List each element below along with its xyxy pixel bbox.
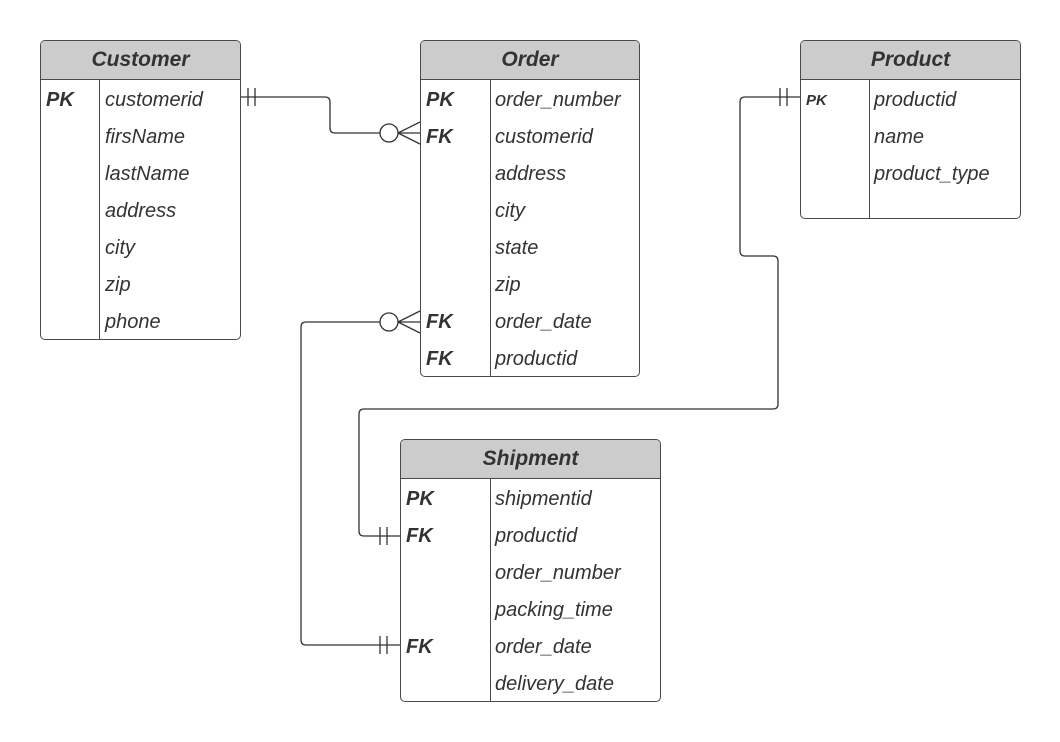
customer-row: lastName — [41, 156, 240, 193]
product-field-name: product_type — [874, 163, 990, 185]
customer-title: Customer — [41, 41, 240, 80]
order-key-label: PK — [426, 89, 454, 111]
customer-field-name: address — [105, 200, 177, 222]
customer-row: PK customerid — [41, 82, 240, 119]
customer-key-label: PK — [46, 89, 74, 111]
connector-order-shipment — [300, 310, 421, 654]
customer-field-name: lastName — [105, 163, 190, 185]
shipment-field-name: order_number — [495, 562, 621, 584]
customer-field-name: customerid — [105, 89, 203, 111]
shipment-entity: Shipment PK shipmentid FK productid orde… — [400, 439, 661, 702]
shipment-title: Shipment — [401, 440, 660, 479]
order-field-name: address — [495, 163, 567, 185]
order-row: zip — [421, 267, 639, 304]
shipment-field-name: delivery_date — [495, 673, 614, 695]
shipment-row: delivery_date — [401, 666, 660, 701]
customer-row: zip — [41, 267, 240, 304]
order-row: FK customerid — [421, 119, 639, 156]
customer-field-name: phone — [105, 311, 161, 333]
order-field-name: customerid — [495, 126, 593, 148]
order-field-name: zip — [495, 274, 521, 296]
shipment-row: FK productid — [401, 518, 660, 555]
order-field-name: city — [495, 200, 525, 222]
shipment-row: packing_time — [401, 592, 660, 629]
order-row: address — [421, 156, 639, 193]
customer-row: city — [41, 230, 240, 267]
order-title: Order — [421, 41, 639, 80]
order-field-name: state — [495, 237, 539, 259]
connector-customer-order — [240, 88, 421, 145]
order-row: PK order_number — [421, 82, 639, 119]
connector-product-shipment — [358, 88, 800, 545]
customer-row: address — [41, 193, 240, 230]
shipment-field-name: productid — [495, 525, 578, 547]
shipment-key-label: FK — [406, 636, 433, 658]
customer-field-name: city — [105, 237, 135, 259]
customer-field-name: zip — [105, 274, 131, 296]
order-key-label: FK — [426, 311, 453, 333]
product-title: Product — [801, 41, 1020, 80]
order-row: state — [421, 230, 639, 267]
order-key-label: FK — [426, 126, 453, 148]
order-row: FK productid — [421, 341, 639, 376]
product-field-name: name — [874, 126, 925, 148]
order-row: FK order_date — [421, 304, 639, 341]
shipment-key-label: PK — [406, 488, 434, 510]
shipment-row: PK shipmentid — [401, 481, 660, 518]
product-row: product_type — [801, 156, 1020, 193]
order-row: city — [421, 193, 639, 230]
shipment-field-name: packing_time — [495, 599, 613, 621]
order-entity: Order PK order_number FK customerid addr… — [420, 40, 640, 377]
order-key-label: FK — [426, 348, 453, 370]
customer-entity: Customer PK customerid firsName lastName… — [40, 40, 241, 340]
shipment-row: FK order_date — [401, 629, 660, 666]
customer-row: firsName — [41, 119, 240, 156]
product-row: PK productid — [801, 82, 1020, 119]
order-field-name: order_number — [495, 89, 621, 111]
shipment-field-name: shipmentid — [495, 488, 592, 510]
shipment-key-label: FK — [406, 525, 433, 547]
order-field-name: order_date — [495, 311, 592, 333]
customer-field-name: firsName — [105, 126, 186, 148]
shipment-field-name: order_date — [495, 636, 592, 658]
product-entity: Product PK productid name product_type — [800, 40, 1021, 219]
order-field-name: productid — [495, 348, 578, 370]
customer-row: phone — [41, 304, 240, 339]
product-field-name: productid — [874, 89, 957, 111]
product-key-label: PK — [806, 92, 827, 109]
shipment-row: order_number — [401, 555, 660, 592]
product-row: name — [801, 119, 1020, 156]
